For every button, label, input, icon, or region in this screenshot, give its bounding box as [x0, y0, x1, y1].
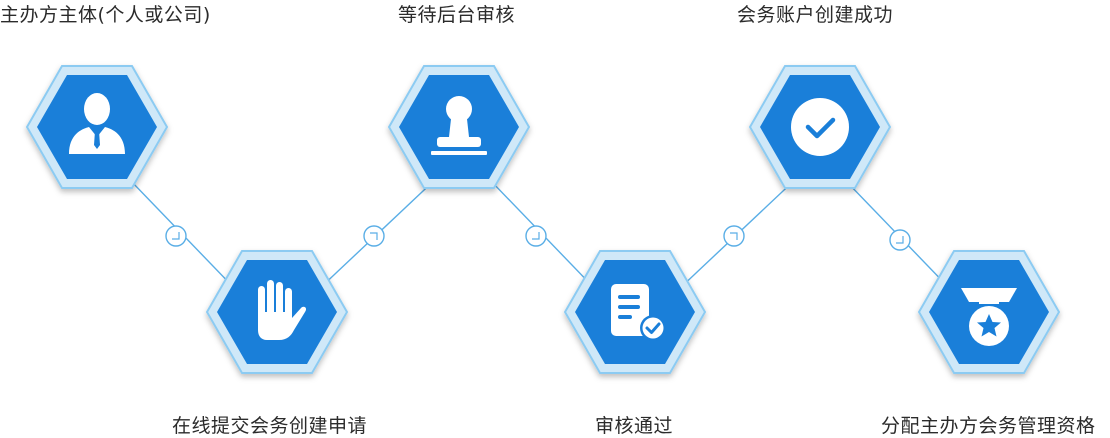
- step-6-hexagon: [917, 250, 1061, 374]
- connector-node-2: [363, 225, 385, 247]
- step-3-hexagon: [387, 65, 531, 189]
- connector-node-4: [723, 225, 745, 247]
- step-5-label: 会务账户创建成功: [737, 4, 894, 26]
- step-2-label: 在线提交会务创建申请: [172, 415, 368, 437]
- document-check-icon: [611, 284, 666, 341]
- step-1-label: 主办方主体(个人或公司): [0, 4, 211, 26]
- step-5-hexagon: [748, 65, 892, 189]
- connector-node-3: [525, 225, 547, 247]
- connector-node-1: [165, 225, 187, 247]
- checkmark-circle-icon: [791, 98, 849, 156]
- step-3-label: 等待后台审核: [398, 4, 516, 26]
- user-icon: [69, 93, 125, 154]
- step-6-label: 分配主办方会务管理资格: [881, 415, 1096, 437]
- step-1-hexagon: [25, 65, 169, 189]
- step-4-label: 审核通过: [595, 415, 674, 437]
- hand-icon: [258, 280, 307, 340]
- step-2-hexagon: [205, 250, 349, 374]
- connector-nodes: [165, 225, 911, 251]
- connector-node-5: [889, 229, 911, 251]
- medal-icon: [961, 288, 1017, 346]
- stamp-icon: [431, 96, 487, 155]
- step-4-hexagon: [563, 250, 707, 374]
